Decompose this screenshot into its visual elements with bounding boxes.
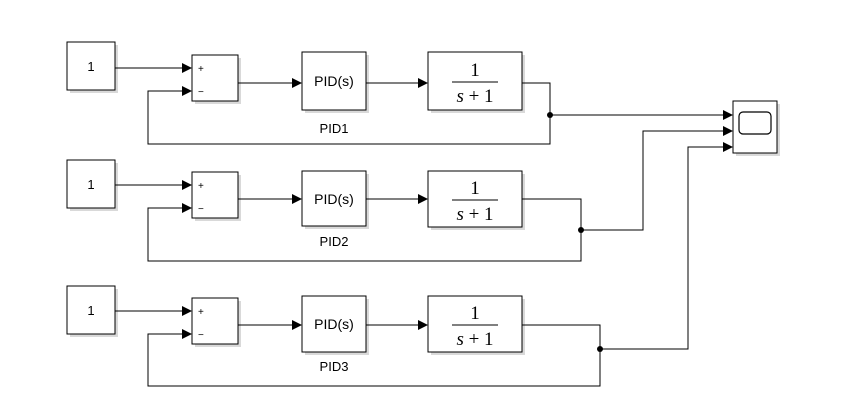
constant-block-3[interactable]: 1 <box>66 285 118 337</box>
sum-block-2[interactable]: + − <box>191 171 241 221</box>
constant-block-1[interactable]: 1 <box>66 41 118 93</box>
scope-block[interactable] <box>732 100 780 156</box>
tf-numerator-1: 1 <box>470 60 480 81</box>
sum-block-3[interactable]: + − <box>191 297 241 347</box>
transfer-function-block-3[interactable]: 1 s + 1 <box>427 295 525 355</box>
tf-numerator-2: 1 <box>470 178 480 199</box>
pid-block-label-3: PID(s) <box>314 316 354 332</box>
constant-value-3: 1 <box>87 303 94 318</box>
tf-denominator-2: s + 1 <box>456 204 493 225</box>
sum-minus-sign-1: − <box>198 87 204 98</box>
pid-block-2[interactable]: PID(s) <box>301 170 369 229</box>
tf-numerator-3: 1 <box>470 303 480 324</box>
scope-screen-icon <box>738 111 772 135</box>
sum-plus-sign-1: + <box>198 64 204 75</box>
constant-value-2: 1 <box>87 177 94 192</box>
pid-block-1[interactable]: PID(s) <box>301 51 369 113</box>
tf-denominator-3: s + 1 <box>456 329 493 350</box>
sum-minus-sign-2: − <box>198 204 204 215</box>
pid-block-label-1: PID(s) <box>314 73 354 89</box>
constant-block-2[interactable]: 1 <box>66 159 118 211</box>
transfer-function-block-2[interactable]: 1 s + 1 <box>427 170 525 230</box>
transfer-function-block-1[interactable]: 1 s + 1 <box>427 51 525 113</box>
wires-loop-1 <box>115 63 733 145</box>
pid-block-name-3: PID3 <box>320 359 349 374</box>
sum-minus-sign-3: − <box>198 330 204 341</box>
wires-loop-2 <box>115 126 733 262</box>
constant-value-1: 1 <box>87 59 94 74</box>
loop-3: 1 + − PID(s) PID3 1 s + 1 <box>66 142 733 387</box>
loop-1: 1 + − PID(s) PID1 1 s + 1 <box>66 41 733 145</box>
tf-denominator-1: s + 1 <box>456 86 493 107</box>
pid-block-label-2: PID(s) <box>314 191 354 207</box>
wires-loop-3 <box>115 142 733 387</box>
loop-2: 1 + − PID(s) PID2 1 s + 1 <box>66 126 733 262</box>
pid-block-name-2: PID2 <box>320 234 349 249</box>
sum-plus-sign-3: + <box>198 307 204 318</box>
pid-block-name-1: PID1 <box>320 121 349 136</box>
sum-plus-sign-2: + <box>198 181 204 192</box>
sum-block-1[interactable]: + − <box>191 54 241 104</box>
pid-block-3[interactable]: PID(s) <box>301 295 369 355</box>
